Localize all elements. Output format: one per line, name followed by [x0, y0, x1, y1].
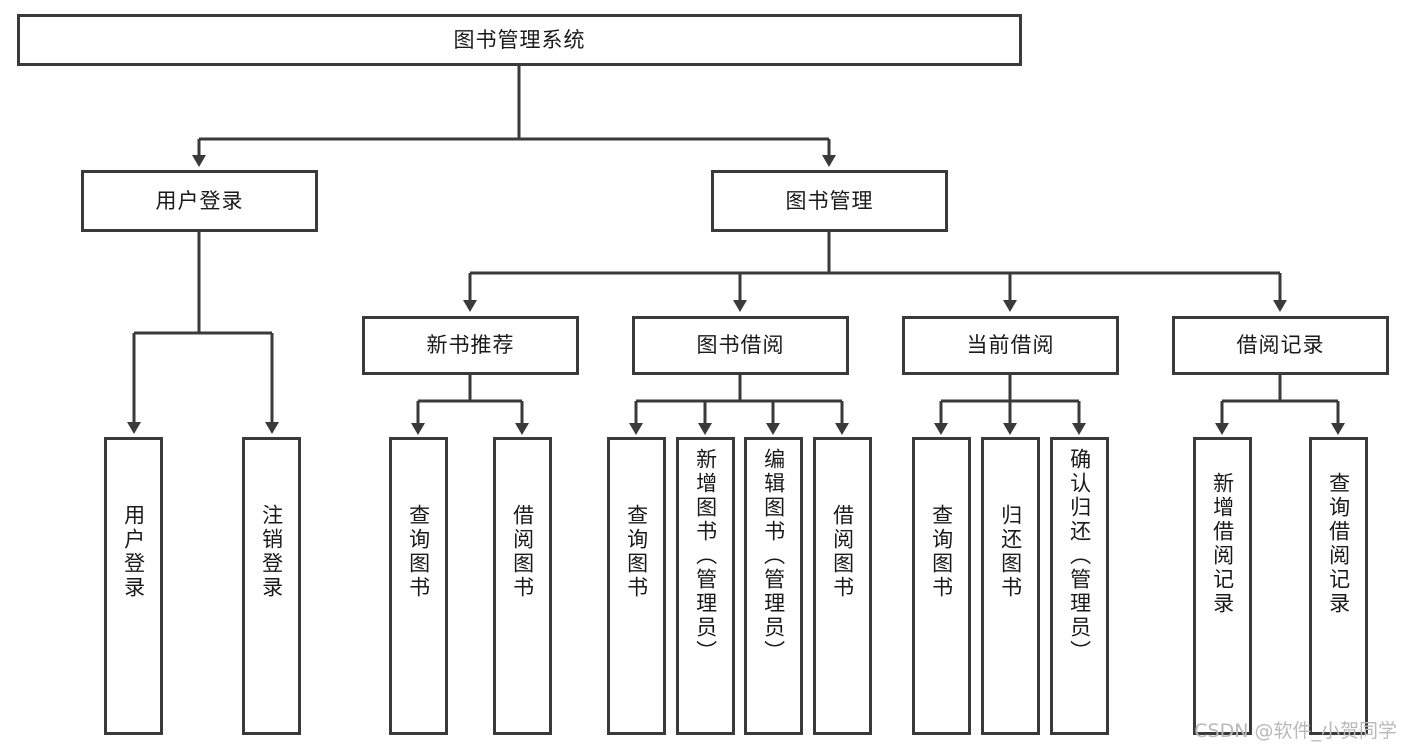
- leaf-recommend-query-book[interactable]: 查询图书: [389, 437, 448, 735]
- node-user-login[interactable]: 用户登录: [81, 170, 318, 232]
- node-label: 新增图书（管理员）: [693, 448, 718, 664]
- node-label: 借阅图书: [830, 504, 855, 600]
- node-label: 查询借阅记录: [1326, 472, 1351, 616]
- leaf-user-login-login[interactable]: 用户登录: [104, 437, 163, 735]
- node-book-borrow[interactable]: 图书借阅: [632, 316, 849, 375]
- leaf-current-confirm-return-admin[interactable]: 确认归还（管理员）: [1050, 437, 1109, 735]
- node-current-borrow[interactable]: 当前借阅: [902, 316, 1119, 375]
- node-label: 新增借阅记录: [1210, 472, 1235, 616]
- node-label: 归还图书: [998, 504, 1023, 600]
- leaf-borrow-query-book[interactable]: 查询图书: [607, 437, 666, 735]
- node-label: 确认归还（管理员）: [1067, 448, 1092, 664]
- node-label: 编辑图书（管理员）: [761, 448, 786, 664]
- node-label: 新书推荐: [426, 333, 515, 358]
- node-label: 查询图书: [624, 504, 649, 600]
- leaf-borrow-edit-book-admin[interactable]: 编辑图书（管理员）: [744, 437, 803, 735]
- node-label: 借阅图书: [510, 504, 535, 600]
- node-label: 用户登录: [121, 504, 146, 600]
- node-label: 图书管理: [785, 188, 874, 213]
- node-label: 注销登录: [259, 504, 284, 600]
- node-label: 借阅记录: [1236, 333, 1325, 358]
- node-borrow-records[interactable]: 借阅记录: [1172, 316, 1389, 375]
- node-label: 用户登录: [155, 188, 244, 213]
- node-label: 查询图书: [929, 504, 954, 600]
- node-root-system[interactable]: 图书管理系统: [17, 14, 1022, 66]
- node-label: 图书借阅: [696, 333, 785, 358]
- leaf-records-add-record[interactable]: 新增借阅记录: [1193, 437, 1252, 735]
- leaf-current-return-book[interactable]: 归还图书: [981, 437, 1040, 735]
- leaf-current-query-book[interactable]: 查询图书: [912, 437, 971, 735]
- node-label: 查询图书: [406, 504, 431, 600]
- leaf-records-query-record[interactable]: 查询借阅记录: [1309, 437, 1368, 735]
- node-new-book-recommend[interactable]: 新书推荐: [362, 316, 579, 375]
- node-label: 当前借阅: [966, 333, 1055, 358]
- node-label: 图书管理系统: [453, 27, 586, 52]
- leaf-borrow-add-book-admin[interactable]: 新增图书（管理员）: [676, 437, 735, 735]
- watermark: CSDN @软件_小贺同学: [1194, 720, 1397, 742]
- leaf-borrow-borrow-book[interactable]: 借阅图书: [813, 437, 872, 735]
- leaf-recommend-borrow-book[interactable]: 借阅图书: [493, 437, 552, 735]
- node-book-management[interactable]: 图书管理: [711, 170, 948, 232]
- leaf-user-login-logout[interactable]: 注销登录: [242, 437, 301, 735]
